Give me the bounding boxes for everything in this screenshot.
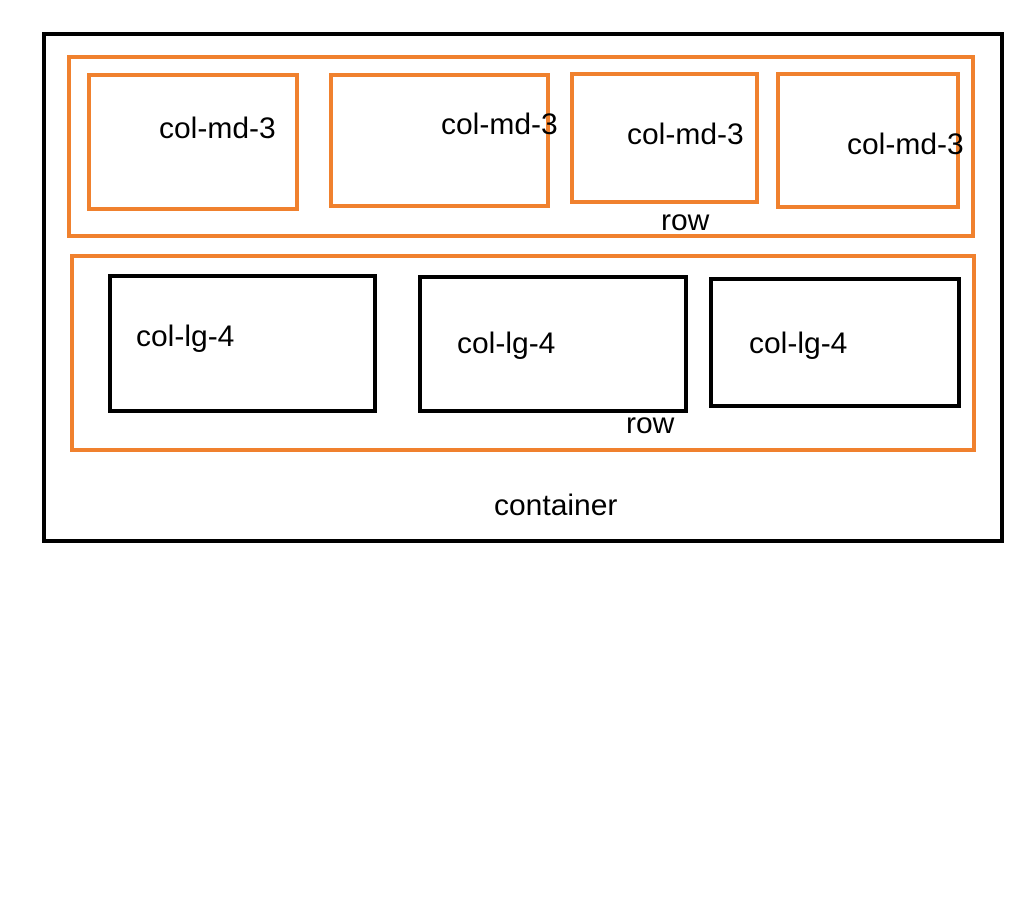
col-md-3-box-2 — [329, 73, 550, 208]
col-lg-4-box-2 — [418, 275, 688, 413]
row-box-1 — [67, 55, 975, 238]
row-box-2 — [70, 254, 976, 452]
col-lg-4-box-3 — [709, 277, 961, 408]
col-md-3-label-3: col-md-3 — [627, 118, 744, 151]
col-lg-4-label-3: col-lg-4 — [749, 327, 848, 360]
container-label: container — [494, 489, 618, 522]
col-md-3-box-4 — [776, 72, 960, 209]
row-label-2: row — [626, 407, 675, 440]
col-lg-4-label-2: col-lg-4 — [457, 327, 556, 360]
col-md-3-box-1 — [87, 73, 299, 211]
col-lg-4-label-1: col-lg-4 — [136, 320, 235, 353]
container-box — [42, 32, 1004, 543]
col-md-3-label-1: col-md-3 — [159, 112, 276, 145]
col-md-3-label-2: col-md-3 — [441, 108, 558, 141]
col-md-3-label-4: col-md-3 — [847, 128, 964, 161]
row-label-1: row — [661, 204, 710, 237]
col-lg-4-box-1 — [108, 274, 377, 413]
col-md-3-box-3 — [570, 72, 759, 204]
